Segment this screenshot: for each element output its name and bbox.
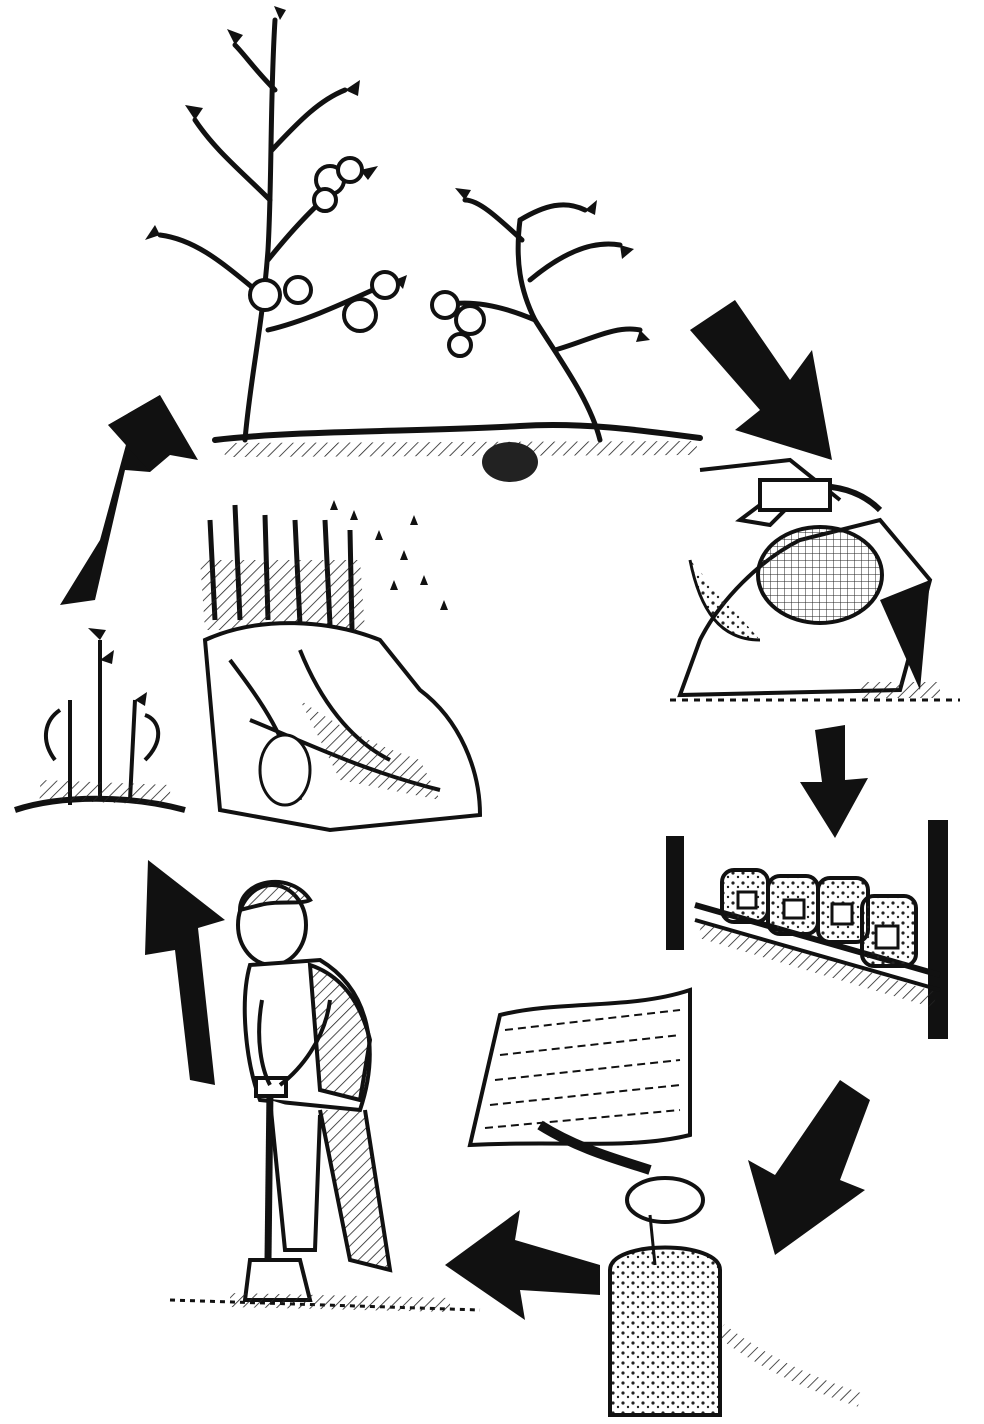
stage-young-plants: [15, 500, 480, 830]
arrow-plants-to-harvest: [690, 300, 832, 460]
stage-seed-jars-shelf: [668, 822, 946, 1037]
arrow-sowing-to-young-plants: [145, 860, 225, 1085]
arrow-testing-to-sowing: [445, 1210, 600, 1320]
stage-mature-plants: [145, 6, 700, 482]
stage-gardener-digging: [170, 882, 480, 1310]
stage-harvest-sieve: [670, 460, 960, 700]
arrow-harvest-to-storage: [800, 725, 868, 838]
arrow-storage-to-testing: [748, 1080, 870, 1255]
